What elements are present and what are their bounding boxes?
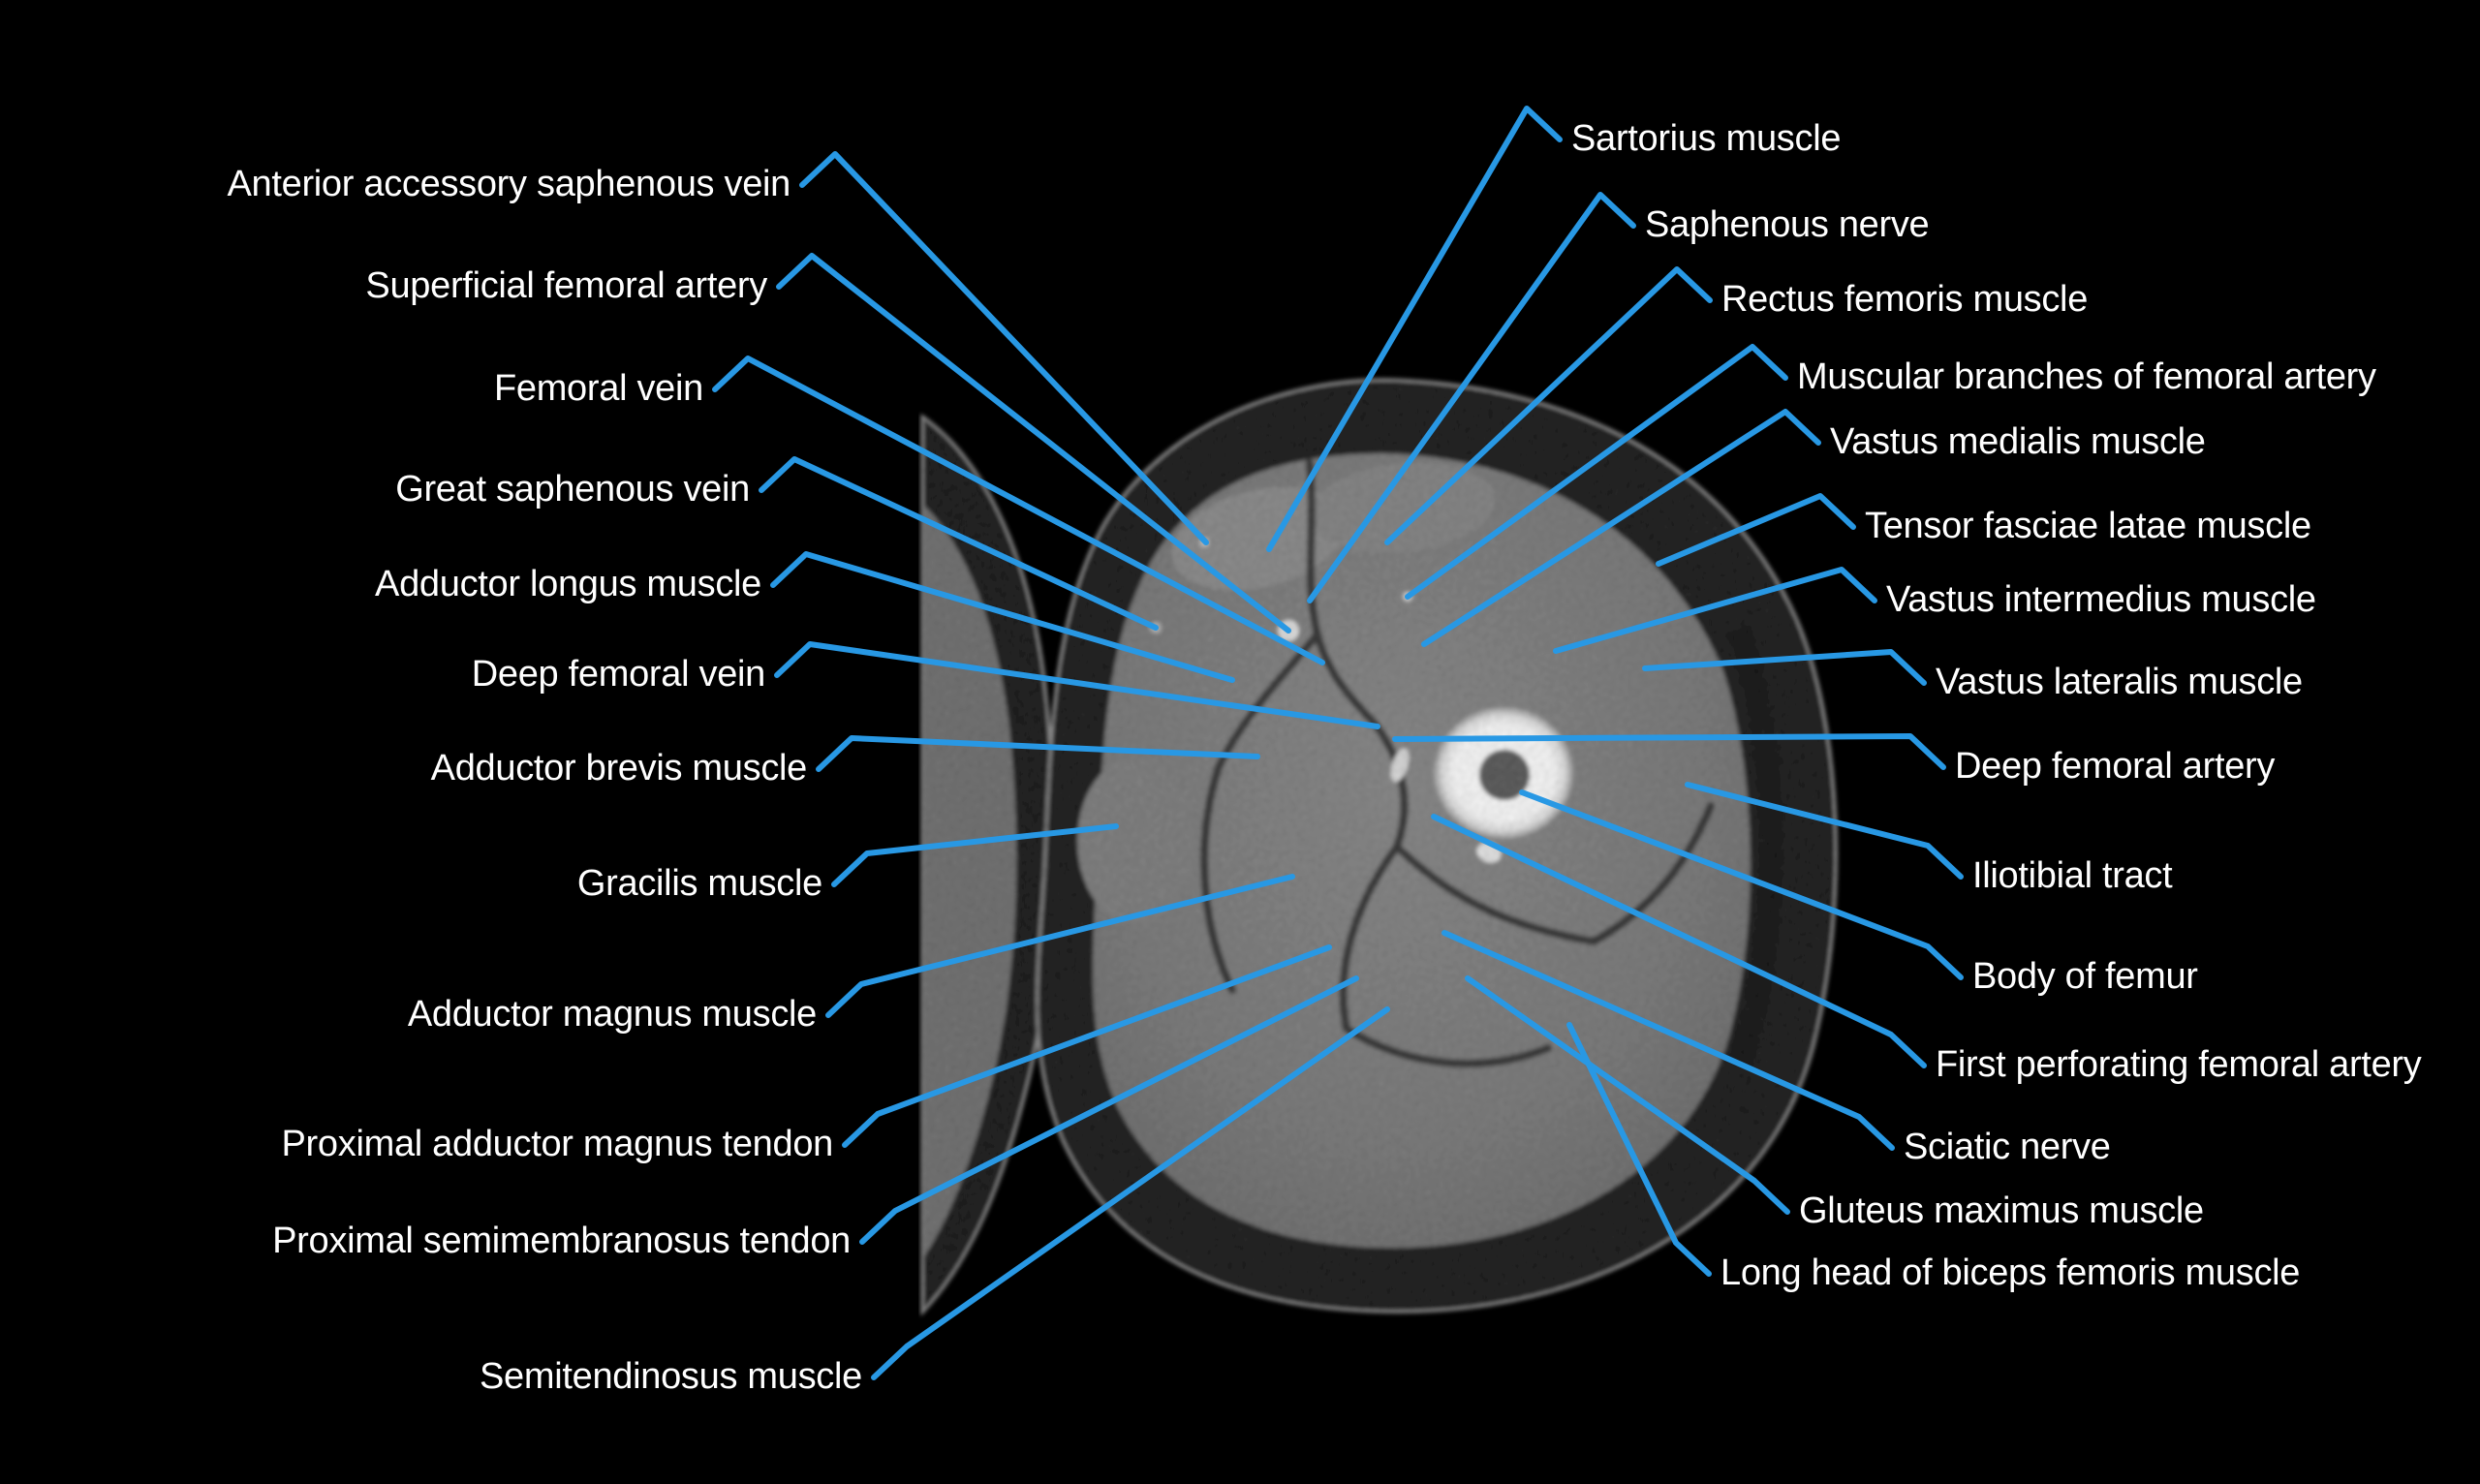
- leader-line-deep-femoral-artery: [1392, 733, 1946, 770]
- leader-line-adductor-longus-muscle: [770, 551, 1235, 683]
- leader-line-muscular-branches-of-femoral-artery: [1405, 344, 1788, 600]
- leader-line-adductor-magnus-muscle: [825, 874, 1295, 1018]
- leader-line-gracilis-muscle: [831, 823, 1119, 887]
- leader-line-sartorius-muscle: [1266, 106, 1563, 552]
- leader-line-proximal-semimembranosus-tendon: [859, 975, 1359, 1245]
- ct-axial-slice: [920, 378, 1838, 1316]
- leader-line-tensor-fasciae-latae-muscle: [1656, 493, 1856, 567]
- leader-line-proximal-adductor-magnus-tendon: [842, 944, 1332, 1148]
- leader-line-vastus-medialis-muscle: [1421, 409, 1821, 647]
- leader-line-sciatic-nerve: [1442, 930, 1895, 1151]
- leader-line-great-saphenous-vein: [759, 456, 1159, 631]
- leader-line-deep-femoral-vein: [774, 641, 1380, 729]
- leader-line-iliotibial-tract: [1685, 782, 1964, 880]
- leader-line-semitendinosus-muscle: [871, 1006, 1390, 1380]
- leader-line-saphenous-nerve: [1307, 192, 1636, 603]
- leader-line-rectus-femoris-muscle: [1384, 266, 1713, 545]
- leader-line-vastus-intermedius-muscle: [1553, 567, 1877, 654]
- leader-lines: [712, 106, 1964, 1380]
- leader-line-adductor-brevis-muscle: [816, 735, 1260, 772]
- leader-line-vastus-lateralis-muscle: [1642, 649, 1927, 686]
- leader-line-anterior-accessory-saphenous-vein: [799, 151, 1209, 545]
- leader-line-femoral-vein: [712, 356, 1325, 665]
- ct-noise: [922, 380, 1837, 1313]
- leader-line-superficial-femoral-artery: [776, 253, 1291, 634]
- leader-line-first-perforating-femoral-artery: [1431, 814, 1927, 1068]
- leader-line-body-of-femur: [1519, 789, 1964, 980]
- leader-line-long-head-of-biceps-femoris-muscle: [1566, 1022, 1712, 1277]
- leader-line-gluteus-maximus-muscle: [1465, 975, 1790, 1215]
